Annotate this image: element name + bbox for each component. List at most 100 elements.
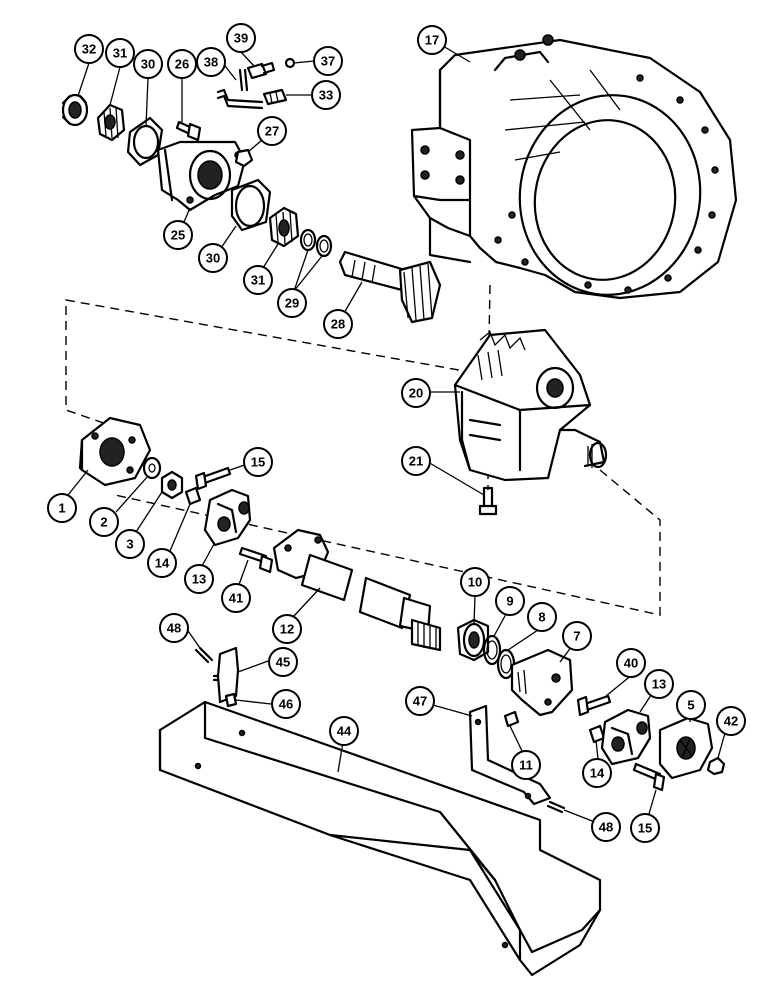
nut-part-42 [706, 756, 726, 776]
bolt-part-46 [224, 692, 238, 708]
callout-26: 26 [167, 49, 197, 79]
callout-46: 46 [271, 689, 301, 719]
cotter-pin-part-48b [546, 800, 566, 814]
callout-label: 17 [425, 33, 439, 48]
callout-label: 48 [167, 621, 181, 636]
callout-label: 48 [599, 820, 613, 835]
callout-label: 27 [265, 124, 279, 139]
callout-30: 30 [198, 243, 228, 273]
callout-label: 28 [331, 317, 345, 332]
universal-joint-part-13b [600, 708, 652, 766]
callout-48: 48 [591, 812, 621, 842]
washer-part-2 [142, 456, 162, 480]
callout-label: 13 [652, 677, 666, 692]
callout-label: 13 [192, 572, 206, 587]
callout-label: 30 [206, 251, 220, 266]
callout-8: 8 [527, 602, 557, 632]
bracket-part-45 [212, 646, 240, 704]
callout-10: 10 [460, 567, 490, 597]
o-ring-part-37 [284, 57, 296, 69]
callout-32: 32 [74, 34, 104, 64]
callout-13: 13 [644, 669, 674, 699]
callout-label: 15 [251, 455, 265, 470]
bolt-part-15b [632, 762, 666, 792]
callout-13: 13 [184, 564, 214, 594]
callout-7: 7 [562, 621, 592, 651]
callout-label: 8 [538, 610, 545, 625]
bracket-part-47 [468, 704, 552, 806]
pinion-shaft-part-28 [338, 250, 442, 324]
ring-part-9 [482, 634, 502, 666]
callout-44: 44 [329, 716, 359, 746]
nut-part-27 [234, 148, 254, 168]
callout-label: 26 [175, 57, 189, 72]
callout-label: 37 [321, 54, 335, 69]
callout-3: 3 [115, 529, 145, 559]
nut-part-3 [160, 470, 184, 500]
callout-15: 15 [243, 447, 273, 477]
callout-25: 25 [163, 220, 193, 250]
callout-label: 29 [285, 296, 299, 311]
callout-17: 17 [417, 25, 447, 55]
shim-washer-part-29 [299, 228, 333, 258]
yoke-part-7 [510, 648, 574, 717]
callout-39: 39 [226, 23, 256, 53]
callout-label: 11 [519, 758, 533, 773]
bolt-part-21 [478, 486, 498, 516]
callout-42: 42 [716, 706, 746, 736]
flange-yoke-part-5 [658, 716, 714, 780]
callout-21: 21 [401, 446, 431, 476]
bearing-cup-part-30b [230, 178, 272, 232]
callout-label: 7 [573, 629, 580, 644]
callout-label: 15 [638, 821, 652, 836]
callout-label: 30 [141, 57, 155, 72]
leader-lines [67, 45, 729, 827]
bearing-cone-part-31a [96, 103, 126, 142]
callout-label: 25 [171, 228, 185, 243]
callout-15: 15 [630, 813, 660, 843]
callout-label: 45 [276, 655, 290, 670]
callout-31: 31 [105, 38, 135, 68]
callout-label: 14 [155, 556, 170, 571]
callout-label: 33 [319, 88, 333, 103]
callout-5: 5 [676, 690, 706, 720]
callout-2: 2 [89, 507, 119, 537]
callout-label: 41 [229, 591, 243, 606]
callout-20: 20 [401, 378, 431, 408]
callout-label: 38 [204, 55, 218, 70]
callout-48: 48 [159, 613, 189, 643]
callout-label: 42 [724, 714, 738, 729]
callout-14: 14 [582, 758, 612, 788]
transfer-gearbox-part [453, 328, 608, 482]
universal-joint-part-13a [203, 488, 252, 547]
callout-14: 14 [147, 548, 177, 578]
callout-label: 14 [590, 766, 605, 781]
lube-line-part-38 [216, 68, 264, 110]
coupling-flange-part-1 [78, 416, 152, 487]
callout-label: 39 [234, 31, 248, 46]
callout-28: 28 [323, 309, 353, 339]
callout-label: 40 [624, 656, 638, 671]
callout-38: 38 [196, 47, 226, 77]
bearing-cup-part-30a [126, 116, 164, 167]
drive-shaft-part-12 [272, 528, 442, 652]
cotter-pin-part-48a [194, 646, 214, 664]
callout-37: 37 [313, 46, 343, 76]
callout-label: 12 [280, 622, 294, 637]
callout-45: 45 [268, 647, 298, 677]
callout-label: 31 [113, 46, 127, 61]
callout-12: 12 [272, 614, 302, 644]
callout-label: 21 [409, 454, 423, 469]
callout-label: 9 [506, 594, 513, 609]
bolt-part-41 [238, 546, 274, 574]
callout-41: 41 [221, 583, 251, 613]
callout-33: 33 [311, 80, 341, 110]
fitting-part-39 [246, 61, 276, 80]
callout-30: 30 [133, 49, 163, 79]
bearing-cone-part-31b [268, 206, 300, 248]
callout-40: 40 [616, 648, 646, 678]
driveshaft-shield-part-44 [158, 700, 602, 977]
bolt-part-15a [194, 466, 232, 491]
callout-29: 29 [277, 288, 307, 318]
